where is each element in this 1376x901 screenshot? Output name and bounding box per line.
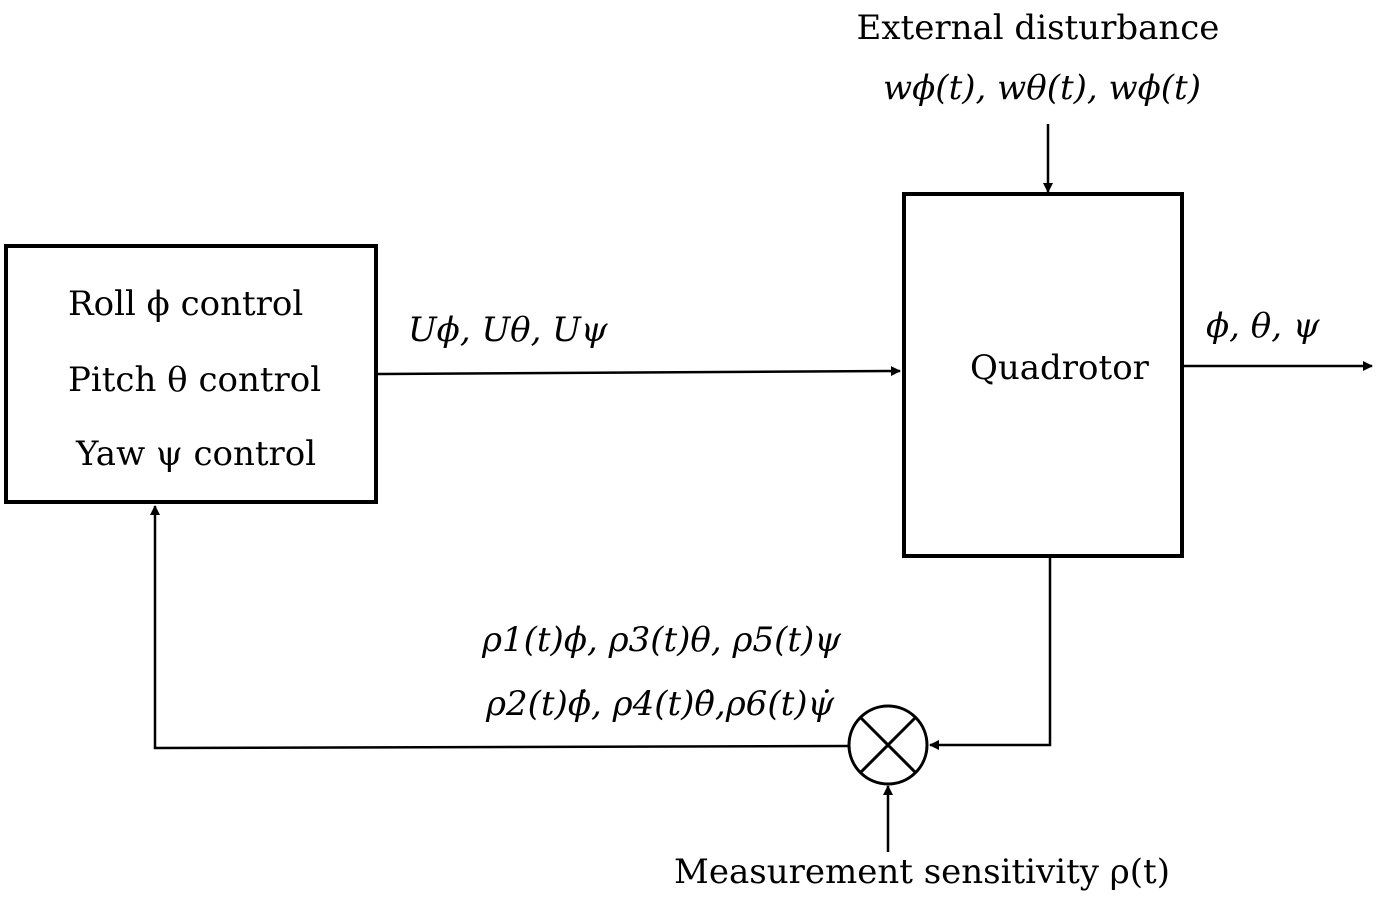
multiplication-junction-icon (847, 704, 929, 786)
feedback-label-states: ρ1(t)ϕ, ρ3(t)θ, ρ5(t)ψ (482, 620, 841, 660)
pitch-control-label: Pitch θ control (68, 360, 322, 400)
measurement-path (929, 558, 1052, 750)
roll-control-label: Roll ϕ control (68, 284, 304, 324)
yaw-control-label: Yaw ψ control (76, 434, 317, 474)
quadrotor-label: Quadrotor (970, 348, 1149, 388)
disturbance-title: External disturbance (856, 8, 1220, 48)
controller-block (4, 244, 378, 504)
quadrotor-block (902, 192, 1184, 558)
output-label: ϕ, θ, ψ (1206, 306, 1320, 346)
feedback-label-rates: ρ2(t)ϕ̇, ρ4(t)θ̇,ρ6(t)ψ̇ (486, 684, 835, 724)
control-input-label: Uϕ, Uθ, Uψ (408, 310, 608, 350)
control-input-arrow (377, 366, 901, 377)
feedback-path (150, 505, 850, 750)
measurement-sensitivity-label: Measurement sensitivity ρ(t) (674, 852, 1170, 892)
disturbance-signals: wϕ(t), wθ(t), wϕ(t) (883, 68, 1201, 108)
